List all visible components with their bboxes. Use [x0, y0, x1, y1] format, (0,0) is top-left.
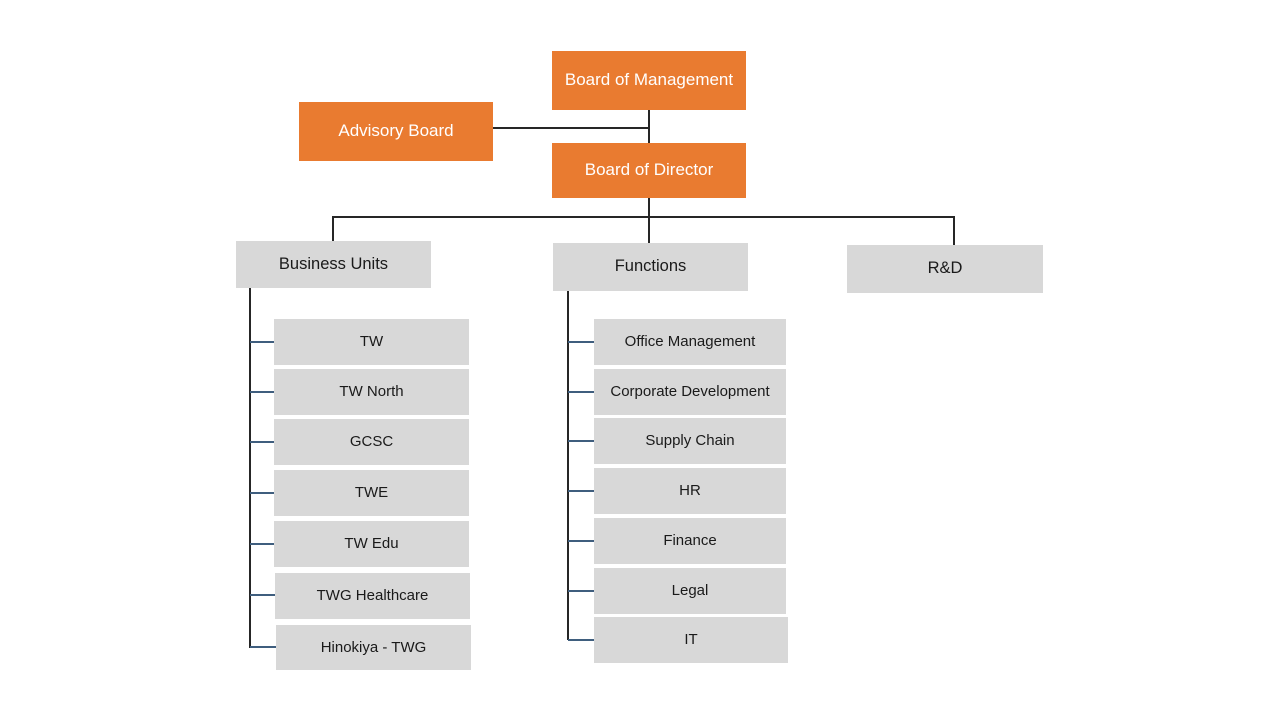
node-function-office-management-label: Office Management — [624, 333, 756, 351]
node-business-units-label: Business Units — [278, 254, 389, 273]
node-business-unit-twe-label: TWE — [354, 484, 389, 502]
node-function-legal-label: Legal — [671, 582, 709, 600]
branch-stub-functions-5 — [568, 540, 594, 542]
node-functions-label: Functions — [614, 257, 687, 276]
branch-stub-business-units-4 — [250, 492, 275, 494]
node-business-unit-tw-label: TW — [359, 333, 384, 351]
branch-stub-business-units-3 — [250, 441, 275, 443]
node-business-unit-tw-north-label: TW North — [339, 383, 404, 401]
node-function-office-management[interactable]: Office Management — [594, 319, 786, 365]
node-business-unit-tw-edu[interactable]: TW Edu — [274, 521, 469, 567]
node-function-it-label: IT — [684, 631, 698, 649]
node-function-supply-chain[interactable]: Supply Chain — [594, 418, 786, 464]
node-function-it[interactable]: IT — [594, 617, 788, 663]
branch-stub-business-units-7 — [250, 646, 276, 648]
node-business-unit-tw-north[interactable]: TW North — [274, 369, 469, 415]
node-advisory-board[interactable]: Advisory Board — [299, 102, 493, 161]
connector-advisory-to-spine — [493, 127, 650, 129]
node-function-hr-label: HR — [679, 482, 701, 500]
node-advisory-board-label: Advisory Board — [338, 121, 454, 141]
connector-bus-to-business-units — [332, 216, 334, 241]
node-business-unit-twg-healthcare[interactable]: TWG Healthcare — [275, 573, 470, 619]
node-function-supply-chain-label: Supply Chain — [645, 432, 735, 450]
branch-stub-functions-4 — [568, 490, 594, 492]
node-board-of-management-label: Board of Management — [564, 70, 734, 90]
node-business-unit-hinokiya-twg[interactable]: Hinokiya - TWG — [276, 625, 471, 670]
node-business-unit-gcsc[interactable]: GCSC — [274, 419, 469, 465]
node-business-unit-twe[interactable]: TWE — [274, 470, 469, 516]
node-business-unit-gcsc-label: GCSC — [349, 433, 394, 451]
connector-director-stem — [648, 198, 650, 217]
connector-bus-to-functions — [648, 216, 650, 243]
connector-level2-bus — [333, 216, 955, 218]
node-function-finance[interactable]: Finance — [594, 518, 786, 564]
node-business-unit-tw-edu-label: TW Edu — [344, 535, 399, 553]
node-business-units[interactable]: Business Units — [236, 241, 431, 288]
connector-management-to-director — [648, 110, 650, 143]
branch-stub-business-units-5 — [250, 543, 275, 545]
node-function-corporate-development-label: Corporate Development — [610, 383, 770, 401]
connector-bus-to-rnd — [953, 216, 955, 245]
node-function-finance-label: Finance — [663, 532, 717, 550]
node-rnd[interactable]: R&D — [847, 245, 1043, 293]
node-function-hr[interactable]: HR — [594, 468, 786, 514]
spine-functions — [567, 291, 569, 640]
branch-stub-functions-1 — [568, 341, 594, 343]
node-board-of-director[interactable]: Board of Director — [552, 143, 746, 198]
node-function-corporate-development[interactable]: Corporate Development — [594, 369, 786, 415]
branch-stub-functions-2 — [568, 391, 594, 393]
branch-stub-functions-6 — [568, 590, 594, 592]
node-function-legal[interactable]: Legal — [594, 568, 786, 614]
node-business-unit-tw[interactable]: TW — [274, 319, 469, 365]
branch-stub-functions-8 — [568, 639, 594, 641]
branch-stub-business-units-1 — [250, 341, 275, 343]
node-rnd-label: R&D — [927, 259, 963, 278]
spine-business-units — [249, 288, 251, 648]
branch-stub-functions-3 — [568, 440, 594, 442]
node-board-of-director-label: Board of Director — [584, 160, 714, 180]
node-business-unit-twg-healthcare-label: TWG Healthcare — [316, 587, 429, 605]
branch-stub-business-units-6 — [250, 594, 275, 596]
branch-stub-business-units-2 — [250, 391, 275, 393]
node-board-of-management[interactable]: Board of Management — [552, 51, 746, 110]
node-business-unit-hinokiya-twg-label: Hinokiya - TWG — [320, 638, 427, 656]
node-functions[interactable]: Functions — [553, 243, 748, 291]
